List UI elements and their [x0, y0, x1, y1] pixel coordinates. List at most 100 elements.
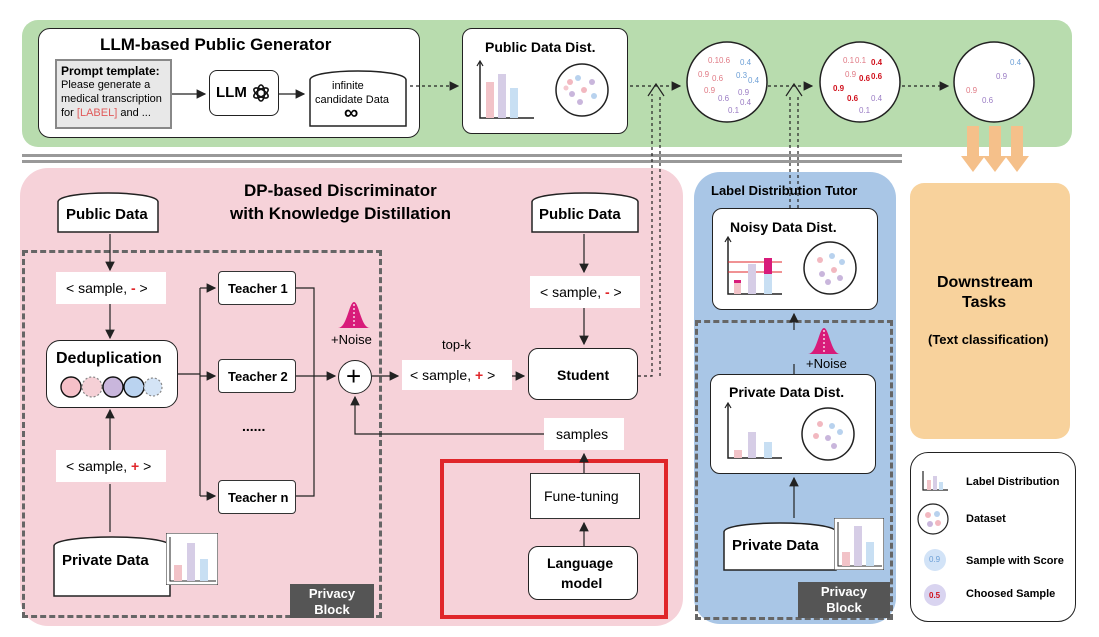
samples-box	[544, 418, 624, 450]
legend-choosed: Choosed Sample	[966, 588, 1056, 600]
downstream-line3: (Text classification)	[928, 332, 1049, 347]
downstream-line2: Tasks	[962, 294, 1007, 311]
sample-neg-right-sign: -	[604, 284, 610, 300]
prompt-label: [LABEL]	[76, 107, 118, 119]
prompt-title: Prompt template:	[61, 64, 160, 78]
prompt-line3: for [LABEL] and ...	[61, 107, 151, 119]
teacher2-label: Teacher 2	[228, 369, 288, 384]
noise-label-right: +Noise	[806, 356, 847, 371]
c1-s6: 0.4	[748, 76, 760, 85]
noise-gaussian-icon-right	[808, 328, 840, 354]
c1-s11: 0.1	[728, 106, 740, 115]
sample-pos-mid-post: >	[487, 367, 496, 383]
public-data-left: Public Data	[66, 206, 148, 223]
candidate-line1: infinite	[332, 80, 364, 92]
sample-pos-left-sign: +	[130, 458, 140, 474]
sample-neg-left-pre: < sample,	[66, 280, 128, 296]
c1-s7: 0.9	[704, 86, 716, 95]
c1-s8: 0.6	[718, 94, 730, 103]
dedup-circles	[60, 376, 163, 398]
noise-gaussian-icon-left	[338, 302, 370, 328]
finetune-highlight	[440, 459, 668, 619]
openai-icon	[253, 84, 269, 102]
private-data-left: Private Data	[62, 552, 149, 569]
prompt-for: for	[61, 107, 74, 119]
prompt-line1: Please generate a	[61, 79, 151, 91]
downstream-arrows	[961, 126, 1029, 172]
public-dist-chart	[476, 60, 609, 119]
noisy-dist-chart	[724, 236, 857, 295]
legend-score-icon	[924, 549, 946, 571]
circle3-scores: 0.4 0.9 0.6 0.9	[950, 38, 1040, 128]
privacy-left-line1: Privacy	[308, 586, 356, 601]
private-data-right-chart	[834, 518, 884, 570]
samples-label: samples	[556, 426, 609, 442]
disc-title-line1: DP-based Discriminator	[244, 181, 437, 200]
candidate-line2: candidate Data	[315, 94, 389, 106]
c1-s1: 0.6	[719, 56, 731, 65]
noisy-dist-title: Noisy Data Dist.	[730, 219, 837, 235]
c2-s9: 0.1	[859, 106, 871, 115]
c1-s2: 0.4	[740, 58, 752, 67]
legend-label-dist-icon	[922, 471, 948, 491]
c3-s3: 0.9	[996, 72, 1008, 81]
student-label: Student	[557, 367, 610, 383]
sample-neg-left-box	[56, 272, 166, 304]
c2-s6: 0.9	[833, 84, 845, 93]
finetune-label: Fune-tuning	[544, 488, 619, 504]
teacher2-box	[218, 359, 296, 393]
legend-box	[910, 452, 1076, 622]
circle2-scores: 0.1 0.1 0.4 0.9 0.6 0.6 0.9 0.6 0.4 0.1	[815, 38, 905, 128]
sample-neg-right-post: >	[613, 284, 622, 300]
c2-s1: 0.1	[855, 56, 867, 65]
llm-label: LLM	[216, 84, 247, 101]
sample-neg-left: < sample, - >	[66, 280, 148, 296]
c1-s9: 0.9	[738, 88, 750, 97]
legend-score-example: 0.9	[929, 555, 941, 564]
noise-label-left: +Noise	[331, 332, 372, 347]
sample-pos-mid-sign: +	[474, 367, 484, 383]
prompt-template-box	[55, 59, 172, 129]
privacy-left-line2: Block	[314, 602, 350, 617]
public-dist-title: Public Data Dist.	[485, 39, 596, 55]
sample-pos-left-post: >	[143, 458, 152, 474]
private-data-left-chart	[166, 533, 218, 585]
c1-s5: 0.3	[736, 71, 748, 80]
sample-neg-right-box	[530, 276, 640, 308]
candidate-data-shape	[309, 70, 407, 127]
sample-neg-right-pre: < sample,	[540, 284, 602, 300]
prompt-line2: medical transcription	[61, 93, 162, 105]
sample-pos-mid-pre: < sample,	[410, 367, 472, 383]
aggregate-plus: +	[346, 361, 362, 391]
separator-line-top	[22, 154, 902, 157]
public-data-left-shape	[57, 192, 159, 233]
c2-s8: 0.4	[871, 94, 883, 103]
legend-dataset: Dataset	[966, 513, 1006, 525]
private-dist-title: Private Data Dist.	[729, 384, 845, 400]
private-dist-chart	[724, 402, 855, 461]
legend-dataset-icon	[917, 503, 949, 535]
c2-s3: 0.9	[845, 70, 857, 79]
teacher1-box	[218, 271, 296, 305]
c2-s2: 0.4	[871, 58, 883, 67]
language-model-box	[528, 546, 638, 600]
topk-label: top-k	[442, 337, 471, 352]
c1-s4: 0.6	[712, 74, 724, 83]
teachern-label: Teacher n	[228, 490, 289, 505]
c1-s3: 0.9	[698, 70, 710, 79]
privacy-right-line1: Privacy	[820, 584, 868, 599]
sample-pos-left-box	[56, 450, 166, 482]
legend-sample-score: Sample with Score	[966, 555, 1064, 567]
sample-pos-mid: < sample, + >	[410, 367, 495, 383]
downstream-line1: Downstream	[937, 274, 1034, 291]
c3-s2: 0.6	[982, 96, 994, 105]
prompt-tail: and ...	[120, 107, 151, 119]
separator-line-bottom	[22, 160, 902, 163]
infinity-symbol: ∞	[344, 102, 359, 124]
c3-s1: 0.9	[966, 86, 978, 95]
sample-neg-left-sign: -	[130, 280, 136, 296]
sample-pos-left: < sample, + >	[66, 458, 151, 474]
sample-neg-left-post: >	[139, 280, 148, 296]
c2-s0: 0.1	[843, 56, 855, 65]
privacy-block-right: Privacy Block	[798, 582, 890, 618]
